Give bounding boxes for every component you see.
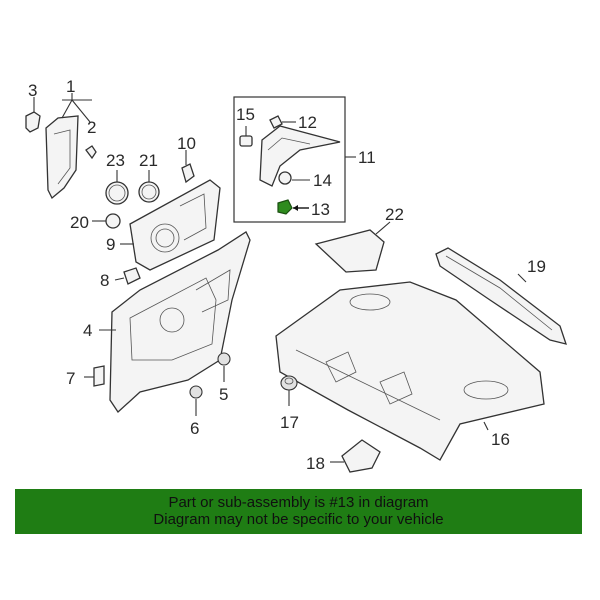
callout-14: 14 xyxy=(313,171,332,190)
banner-line-1: Part or sub-assembly is #13 in diagram xyxy=(168,494,429,511)
part-5 xyxy=(217,352,231,382)
part-1 xyxy=(45,93,92,200)
part-14 xyxy=(278,171,310,185)
callout-13: 13 xyxy=(311,200,330,219)
part-15 xyxy=(239,126,253,147)
part-17 xyxy=(280,375,298,406)
part-23 xyxy=(105,170,129,205)
callout-20: 20 xyxy=(70,213,89,232)
callout-23: 23 xyxy=(106,151,125,170)
part-16 xyxy=(275,281,545,461)
callout-18: 18 xyxy=(306,454,325,473)
part-6 xyxy=(189,385,203,416)
callout-6: 6 xyxy=(190,419,199,438)
part-3 xyxy=(25,97,41,133)
callout-8: 8 xyxy=(100,271,109,290)
callout-2: 2 xyxy=(87,118,96,137)
part-4 xyxy=(99,231,251,413)
info-banner: Part or sub-assembly is #13 in diagram D… xyxy=(15,489,582,534)
callout-9: 9 xyxy=(106,235,115,254)
part-9 xyxy=(120,179,221,271)
callout-4: 4 xyxy=(83,321,92,340)
part-19 xyxy=(435,247,567,345)
callout-10: 10 xyxy=(177,134,196,153)
part-12 xyxy=(269,115,296,129)
part-18 xyxy=(330,439,381,473)
callout-16: 16 xyxy=(491,430,510,449)
callout-19: 19 xyxy=(527,257,546,276)
callout-7: 7 xyxy=(66,369,75,388)
callout-22: 22 xyxy=(385,205,404,224)
part-11 xyxy=(259,125,341,187)
callout-11: 11 xyxy=(358,148,376,167)
part-10 xyxy=(181,150,195,184)
part-8 xyxy=(114,267,141,285)
part-21 xyxy=(138,170,160,203)
callout-21: 21 xyxy=(139,151,158,170)
part-7 xyxy=(84,365,105,387)
callout-5: 5 xyxy=(219,385,228,404)
part-22 xyxy=(314,221,391,273)
callout-3: 3 xyxy=(28,81,37,100)
part-13-highlighted xyxy=(277,199,309,215)
callout-1: 1 xyxy=(66,77,75,96)
part-20 xyxy=(92,213,121,229)
callout-15: 15 xyxy=(236,105,255,124)
banner-line-2: Diagram may not be specific to your vehi… xyxy=(153,511,444,528)
part-2 xyxy=(85,145,97,160)
sub-assembly-box xyxy=(233,96,346,223)
callout-17: 17 xyxy=(280,413,299,432)
callout-12: 12 xyxy=(298,113,317,132)
